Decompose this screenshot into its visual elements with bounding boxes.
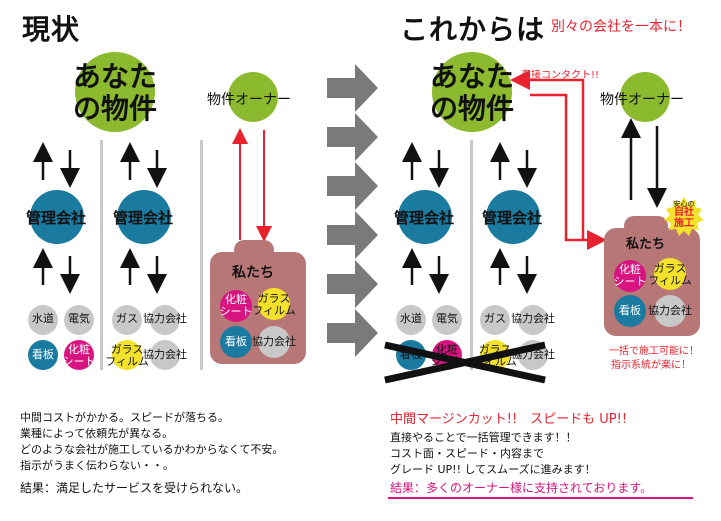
- left-owner-circle: [228, 72, 278, 122]
- left-title: 現状: [22, 13, 81, 46]
- right-us-sheet-label: 化粧 シート: [613, 263, 647, 288]
- left-note-2: 業種によって依頼先が異なる。: [20, 427, 174, 440]
- right-property-label-1: あなた: [429, 60, 514, 93]
- right-us-label: 私たち: [626, 237, 666, 252]
- right-trade-elec: [432, 305, 462, 335]
- left-trade-partner-label: 協力会社: [143, 312, 187, 325]
- right-result: 結果：多くのオーナー様に支持されております。: [390, 481, 653, 495]
- right-mgmt-circle-2: [486, 190, 540, 244]
- right-owner-label: 物件オーナー: [600, 92, 684, 108]
- left-mgmt-circle-1: [30, 190, 84, 244]
- left-us-box-tab: [234, 240, 274, 260]
- left-us-sign-label: 看板: [225, 335, 247, 348]
- right-divider-1: [470, 140, 473, 370]
- left-property-circle: [75, 52, 155, 132]
- right-property-label-2: の物件: [429, 92, 514, 125]
- left-mgmt-label-1: 管理会社: [26, 209, 87, 227]
- left-note-1: 中間コストがかかる。スピードが落ちる。: [20, 411, 229, 424]
- left-trade-elec: [64, 305, 94, 335]
- right-mgmt-circle-1: [398, 190, 452, 244]
- left-trade-sheet: [64, 340, 94, 370]
- left-trade-film: [112, 340, 142, 370]
- self-construction-badge-icon: [664, 197, 704, 236]
- left-note-3: どのような会社が施工しているかわからなくて不安。: [20, 443, 284, 456]
- left-trade-partner: [150, 305, 180, 335]
- left-us-partner-label: 協力会社: [252, 335, 296, 348]
- right-subtitle: 別々の会社を一本に！: [551, 19, 691, 35]
- right-note-1: 一括で施工可能に！: [609, 346, 699, 357]
- left-mgmt-label-2: 管理会社: [113, 209, 174, 227]
- left-us-film-label: ガラス フィルム: [252, 292, 296, 317]
- left-trade-gas: [112, 305, 142, 335]
- right-us-sign-label: 看板: [619, 304, 641, 317]
- left-us-sheet-label: 化粧 シート: [219, 293, 253, 318]
- right-trade-gas-label: ガス: [484, 312, 506, 325]
- left-us-partner: [258, 326, 290, 358]
- right-cross-mark: [384, 341, 546, 384]
- right-mgmt-label-1: 管理会社: [394, 209, 455, 227]
- right-result-underline: [388, 497, 693, 499]
- left-divider-2: [200, 140, 203, 370]
- left-property-label-1: あなた: [72, 60, 157, 93]
- left-us-sign: [220, 326, 252, 358]
- right-us-partner: [654, 295, 686, 327]
- badge-top-text: 安心の: [673, 200, 695, 208]
- right-property-circle: [432, 52, 512, 132]
- right-trade-water: [396, 305, 426, 335]
- left-trade-sign-label: 看板: [32, 348, 54, 361]
- right-us-sign: [614, 295, 646, 327]
- badge-main-text: 自社 施工: [674, 207, 694, 229]
- left-trade-partner-2-label: 協力会社: [143, 348, 187, 361]
- right-trade-partner-label: 協力会社: [511, 312, 555, 325]
- left-trade-sign: [28, 340, 58, 370]
- right-us-sheet: [614, 260, 646, 292]
- left-divider-1: [100, 140, 103, 370]
- right-owner-circle: [620, 72, 670, 122]
- right-title: これからは: [400, 13, 546, 46]
- left-result: 結果：満足したサービスを受けられない。: [20, 481, 249, 495]
- left-note-4: 指示がうまく伝わらない・・。: [20, 459, 174, 472]
- left-trade-water: [28, 305, 58, 335]
- right-trade-elec-label: 電気: [436, 312, 458, 325]
- left-owner-label: 物件オーナー: [207, 92, 291, 108]
- left-us-sheet: [220, 290, 252, 322]
- right-note-2: 指示系統が楽に！: [611, 360, 691, 371]
- left-us-label: 私たち: [232, 265, 274, 281]
- left-trade-water-label: 水道: [32, 312, 54, 325]
- left-trade-partner-2: [150, 340, 180, 370]
- left-property-label-2: の物件: [72, 92, 157, 125]
- left-us-film: [258, 288, 290, 320]
- right-us-film-label: ガラス フィルム: [648, 262, 692, 287]
- right-us-partner-label: 協力会社: [648, 304, 692, 317]
- right-body-2: コスト面・スピード・内容まで: [390, 447, 544, 460]
- right-mgmt-label-2: 管理会社: [482, 209, 543, 227]
- left-trade-sheet-label: 化粧 シート: [62, 343, 96, 368]
- left-trade-film-label: ガラス フィルム: [105, 343, 149, 368]
- right-us-box-tab: [624, 216, 668, 236]
- right-trade-gas: [480, 305, 510, 335]
- right-trade-water-label: 水道: [400, 312, 422, 325]
- right-body-3: グレード UP!! してスムーズに進みます！: [390, 463, 596, 476]
- left-mgmt-circle-2: [117, 190, 171, 244]
- right-us-film: [654, 258, 686, 290]
- left-trade-elec-label: 電気: [68, 312, 90, 325]
- left-trade-gas-label: ガス: [116, 312, 138, 325]
- right-body-1: 直接やることで一括管理できます！！: [390, 431, 577, 444]
- right-direct-label: 直接コンタクト!!: [521, 70, 600, 81]
- right-headline: 中間マージンカット!! スピードも UP!!: [390, 412, 628, 427]
- right-trade-partner: [518, 305, 548, 335]
